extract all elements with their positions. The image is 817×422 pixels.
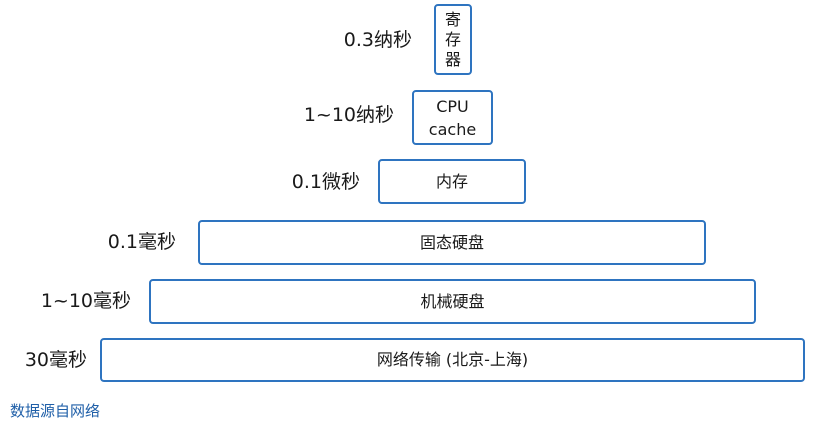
- tier-latency: 0.1毫秒: [107, 231, 176, 253]
- tier-box: 机械硬盘: [149, 279, 756, 324]
- tier-box: 内存: [378, 159, 526, 204]
- tier-latency: 1~10纳秒: [303, 104, 394, 126]
- tier-label: 寄存器: [444, 9, 461, 69]
- tier-box: 寄存器: [434, 4, 472, 75]
- tier-label: 内存: [435, 171, 468, 191]
- tier-latency: 0.3纳秒: [343, 29, 412, 51]
- tier-label: 固态硬盘: [419, 232, 484, 252]
- tier-label: 网络传输 (北京-上海): [376, 350, 529, 370]
- tier-box: 固态硬盘: [198, 220, 706, 265]
- tier-box: 网络传输 (北京-上海): [100, 338, 805, 382]
- tier-latency: 30毫秒: [24, 349, 87, 371]
- tier-label: 机械硬盘: [420, 291, 485, 311]
- tier-latency: 1~10毫秒: [40, 290, 131, 312]
- tier-latency: 0.1微秒: [291, 171, 360, 193]
- source-footnote: 数据源自网络: [10, 402, 101, 420]
